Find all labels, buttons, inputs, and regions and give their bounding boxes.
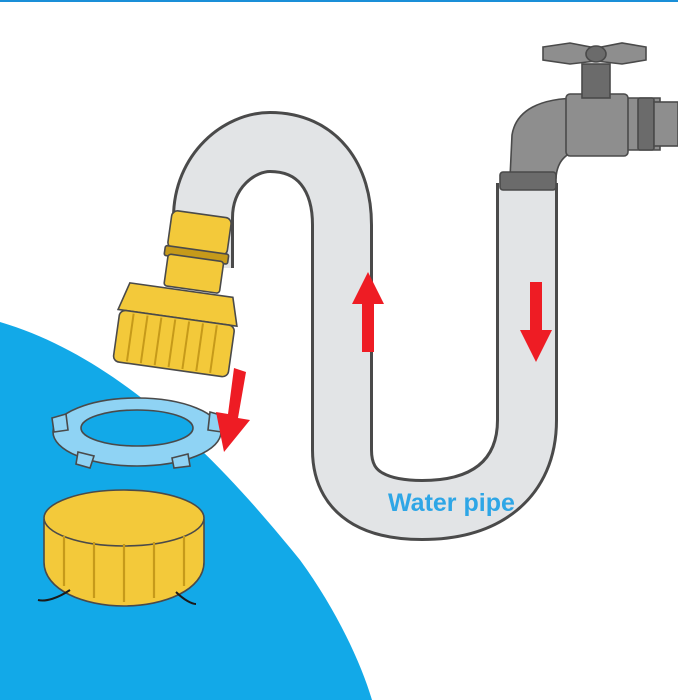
connector-thread xyxy=(112,309,235,378)
water-pipe-label: Water pipe xyxy=(388,489,515,517)
faucet-stem xyxy=(581,63,611,99)
arrow-icon-up xyxy=(352,272,384,352)
washer-tab-bottom-right xyxy=(171,453,191,469)
flow-arrow-up xyxy=(352,272,384,352)
water-pipe xyxy=(172,111,558,541)
faucet-handle-hub xyxy=(585,45,607,63)
cap-ribs xyxy=(62,536,186,602)
water-pipe-body xyxy=(175,114,555,538)
washer-tab-left xyxy=(51,412,69,433)
cap-strap-right xyxy=(175,591,197,605)
flow-arrow-down-left xyxy=(216,368,250,452)
faucet-outlet-ring xyxy=(499,171,557,191)
quick-connector-icon xyxy=(112,210,238,378)
faucet-pipe-stub xyxy=(653,101,678,147)
faucet-icon xyxy=(499,42,678,191)
cap-top xyxy=(43,489,205,547)
connector-nozzle-body xyxy=(163,253,225,294)
top-border-line xyxy=(0,0,678,2)
cap-strap-left xyxy=(37,589,71,602)
tank-cap-icon xyxy=(37,489,205,607)
rubber-washer-icon xyxy=(51,397,225,469)
flow-arrow-down-right xyxy=(520,282,552,362)
washer-inner-hole xyxy=(80,409,194,447)
connector-thread-lines xyxy=(125,313,218,374)
arrow-icon-down-connector xyxy=(216,368,250,452)
arrow-icon-down xyxy=(520,282,552,362)
faucet-body xyxy=(565,93,629,157)
washer-tab-bottom-left xyxy=(75,451,96,469)
faucet-connector xyxy=(637,97,655,151)
connector-hex-nut xyxy=(116,281,238,328)
